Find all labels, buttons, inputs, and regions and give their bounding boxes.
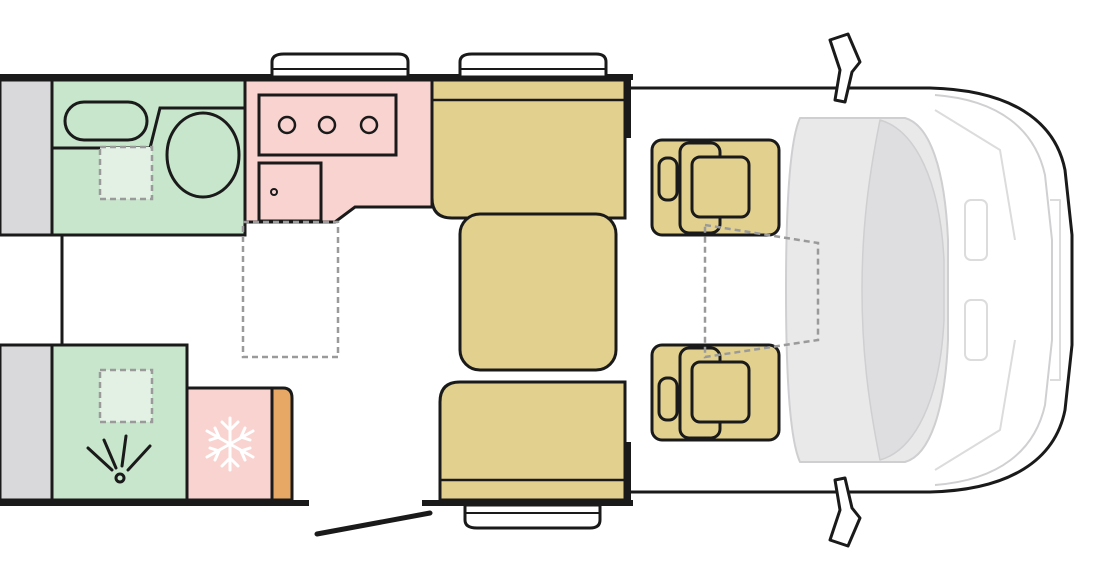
hob-burner-icon — [359, 115, 379, 135]
shower-floor — [50, 343, 189, 502]
window-dinette-top — [458, 52, 608, 79]
snowflake-icon — [205, 416, 255, 472]
washbasin-icon — [63, 100, 149, 142]
sink-icon — [257, 161, 323, 223]
bathroom-toilet-area — [50, 78, 247, 237]
headlight-top — [964, 199, 988, 261]
kitchen-skylight — [241, 220, 340, 359]
b-pillar-bottom — [625, 442, 631, 506]
shower-head-icon — [86, 434, 152, 484]
window-kitchen-top — [270, 52, 410, 79]
dinette-seating — [430, 78, 627, 502]
swivel-seat-icon — [650, 138, 781, 442]
grille — [1050, 199, 1061, 381]
sink-drain — [270, 188, 278, 196]
cab-skylight-outline — [703, 223, 820, 359]
headlight-bottom — [964, 299, 988, 361]
hob-burner-icon — [277, 115, 297, 135]
hob-burner-icon — [317, 115, 337, 135]
wardrobe-rear-right — [0, 343, 54, 502]
driver-seat-cushion — [690, 155, 751, 219]
kitchen-block — [241, 78, 434, 359]
shower-skylight — [98, 368, 154, 424]
bonnet-crease-top — [934, 109, 1016, 241]
mirror-bottom — [828, 476, 862, 548]
driver-seat-armrest — [657, 156, 679, 202]
bench-front — [438, 380, 627, 502]
bonnet-crease-bottom — [934, 339, 1016, 471]
window-hatches — [270, 52, 608, 530]
shower-tray-bathroom — [98, 145, 154, 201]
entry-door-icon — [314, 510, 433, 537]
toilet-icon — [165, 111, 241, 199]
shower-area — [50, 343, 189, 502]
dinette-table — [458, 212, 618, 372]
mirror-icon — [828, 32, 862, 548]
wardrobe-rear-left — [0, 78, 54, 237]
window-dinette-bottom — [463, 503, 602, 530]
fridge — [185, 386, 294, 502]
passenger-seat-armrest — [657, 376, 679, 422]
mirror-top — [828, 32, 862, 104]
hob-panel — [257, 93, 398, 157]
fridge-side-panel — [270, 386, 294, 502]
passenger-seat-cushion — [690, 360, 751, 424]
windscreen — [861, 119, 945, 461]
cab-inner-outline — [934, 94, 1053, 486]
b-pillar-top — [625, 74, 631, 138]
